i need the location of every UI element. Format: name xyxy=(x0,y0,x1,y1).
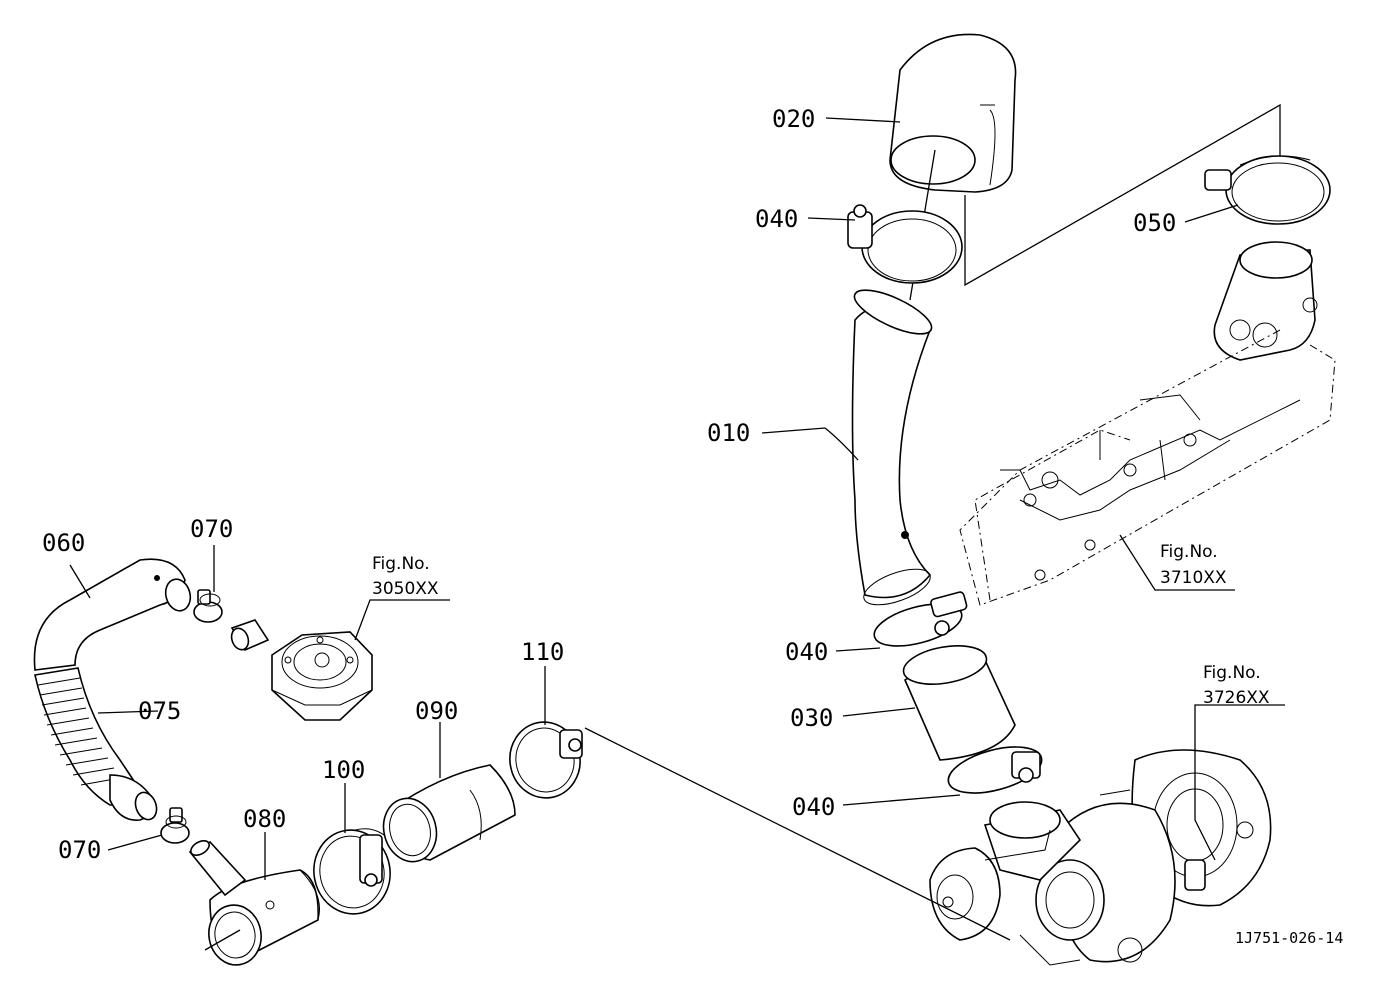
label-060: 060 xyxy=(42,529,85,557)
label-075: 075 xyxy=(138,697,181,725)
fig-3726-title: Fig.No. xyxy=(1203,663,1261,683)
part-040-clamp-top xyxy=(847,204,963,284)
label-040-mid: 040 xyxy=(785,638,828,666)
intake-manifold-3710 xyxy=(959,241,1336,606)
filter-base-3050 xyxy=(271,631,373,721)
part-040-clamp-low xyxy=(947,746,1043,794)
leader-diagonal xyxy=(584,727,1011,941)
part-010-intake-pipe xyxy=(851,289,933,606)
label-080: 080 xyxy=(243,805,286,833)
fig-3050-title: Fig.No. xyxy=(372,554,430,574)
fig-3726-number: 3726XX xyxy=(1203,688,1270,708)
part-110-clamp xyxy=(509,721,583,799)
label-090: 090 xyxy=(415,697,458,725)
part-050-clamp xyxy=(1204,155,1331,225)
part-060-pipe xyxy=(33,558,192,671)
leader-box-050 xyxy=(964,103,1281,287)
part-090-hose xyxy=(382,764,516,863)
label-050: 050 xyxy=(1133,209,1176,237)
label-100: 100 xyxy=(322,756,365,784)
fig-3710-title: Fig.No. xyxy=(1160,542,1218,562)
label-030: 030 xyxy=(790,704,833,732)
label-020: 020 xyxy=(772,105,815,133)
label-040-top: 040 xyxy=(755,205,798,233)
leader-3050 xyxy=(354,599,450,641)
connector-pipe xyxy=(230,619,270,652)
label-070-lower: 070 xyxy=(58,836,101,864)
leader-3726 xyxy=(1194,704,1285,861)
label-040-low: 040 xyxy=(792,793,835,821)
part-030-hose xyxy=(902,645,1016,761)
part-070-clamp-upper xyxy=(193,589,223,623)
label-110: 110 xyxy=(521,638,564,666)
label-010: 010 xyxy=(707,419,750,447)
fig-3710-number: 3710XX xyxy=(1160,568,1227,588)
part-080-tube xyxy=(188,839,320,966)
label-070-upper: 070 xyxy=(190,515,233,543)
fig-3050-number: 3050XX xyxy=(372,579,439,599)
leader-lines xyxy=(69,117,1239,880)
drawing-code: 1J751-026-14 xyxy=(1235,929,1343,947)
turbocharger-3726 xyxy=(929,749,1272,966)
part-075-corrugated-hose xyxy=(34,667,158,821)
part-040-clamp-mid xyxy=(873,591,968,647)
part-100-clamp xyxy=(313,828,391,915)
center-line-080 xyxy=(204,929,241,951)
part-070-clamp-lower xyxy=(160,807,190,844)
part-020-elbow-hose xyxy=(889,33,1017,193)
leader-3710 xyxy=(1119,534,1235,591)
